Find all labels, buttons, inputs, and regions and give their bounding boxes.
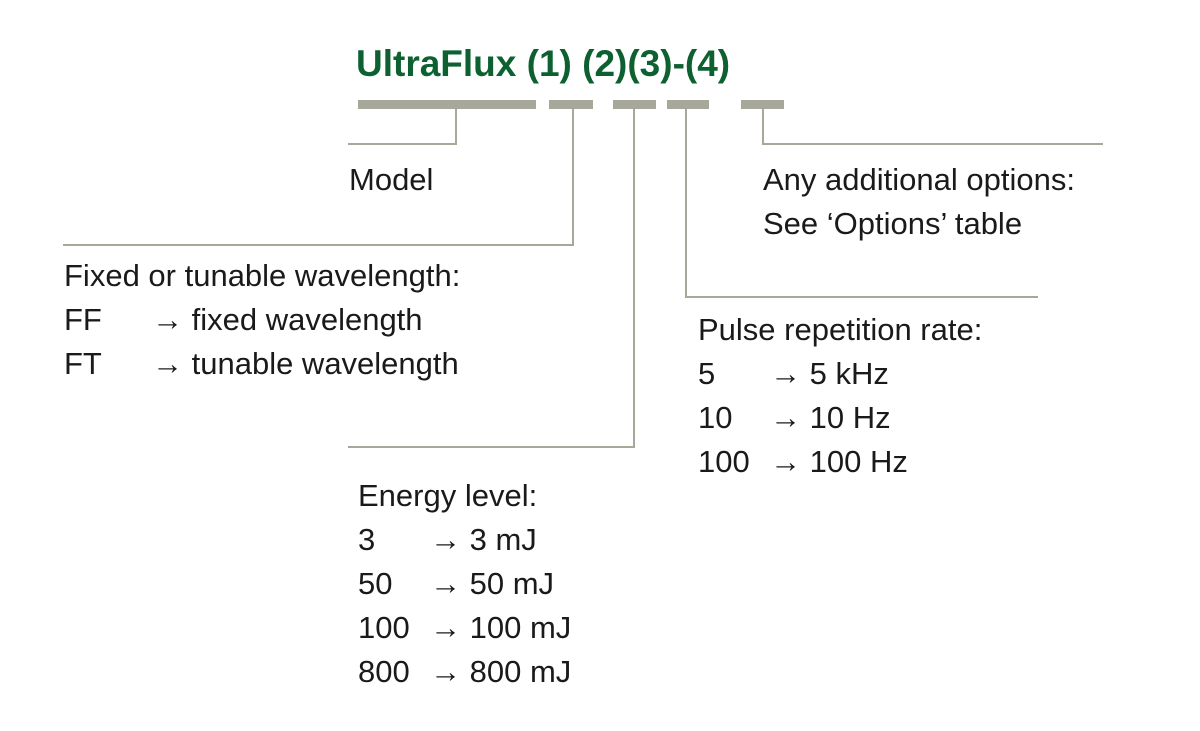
item-desc: → 10 Hz xyxy=(770,400,891,435)
energy-item: 100 → 100 mJ xyxy=(358,606,571,650)
item-desc: → 3 mJ xyxy=(430,522,537,557)
energy-item: 50 → 50 mJ xyxy=(358,562,571,606)
bracket-model xyxy=(358,100,536,109)
item-desc: → tunable wavelength xyxy=(152,346,459,381)
options-block: Any additional options: See ‘Options’ ta… xyxy=(763,158,1075,246)
pulse-item: 5 → 5 kHz xyxy=(698,352,982,396)
options-line-2: See ‘Options’ table xyxy=(763,206,1023,241)
bracket-1 xyxy=(549,100,593,109)
item-desc: → fixed wavelength xyxy=(152,302,423,337)
leader-options xyxy=(762,109,1103,145)
model-code-title: UltraFlux (1) (2)(3)-(4) xyxy=(356,43,731,84)
energy-block: Energy level: 3 → 3 mJ 50 → 50 mJ 100 → 100… xyxy=(358,474,571,694)
item-code: FT xyxy=(64,346,102,381)
item-desc: → 800 mJ xyxy=(430,654,572,689)
item-code: 800 xyxy=(358,654,410,689)
options-line-1: Any additional options: xyxy=(763,162,1075,197)
item-desc: → 50 mJ xyxy=(430,566,555,601)
energy-item: 3 → 3 mJ xyxy=(358,518,571,562)
item-code: 3 xyxy=(358,522,376,557)
energy-item: 800 → 800 mJ xyxy=(358,650,571,694)
wavelength-item: FT → tunable wavelength xyxy=(64,342,460,386)
leader-energy xyxy=(348,109,635,448)
model-label: Model xyxy=(349,162,434,197)
wavelength-heading: Fixed or tunable wavelength: xyxy=(64,258,461,293)
item-code: 100 xyxy=(358,610,410,645)
leader-wavelength xyxy=(63,109,574,246)
pulse-item: 100 → 100 Hz xyxy=(698,440,982,484)
wavelength-block: Fixed or tunable wavelength: FF → fixed w… xyxy=(64,254,460,386)
wavelength-item: FF → fixed wavelength xyxy=(64,298,460,342)
pulse-block: Pulse repetition rate: 5 → 5 kHz 10 → 10 H… xyxy=(698,308,982,484)
energy-heading: Energy level: xyxy=(358,478,538,513)
pulse-item: 10 → 10 Hz xyxy=(698,396,982,440)
item-code: FF xyxy=(64,302,102,337)
item-desc: → 100 Hz xyxy=(770,444,908,479)
leader-model xyxy=(348,109,457,145)
bracket-4 xyxy=(741,100,784,109)
item-code: 10 xyxy=(698,400,733,435)
item-code: 100 xyxy=(698,444,750,479)
leader-pulse xyxy=(685,109,1038,298)
item-desc: → 100 mJ xyxy=(430,610,572,645)
pulse-heading: Pulse repetition rate: xyxy=(698,312,983,347)
item-code: 50 xyxy=(358,566,393,601)
item-desc: → 5 kHz xyxy=(770,356,889,391)
item-code: 5 xyxy=(698,356,716,391)
bracket-2 xyxy=(613,100,656,109)
bracket-3 xyxy=(667,100,709,109)
